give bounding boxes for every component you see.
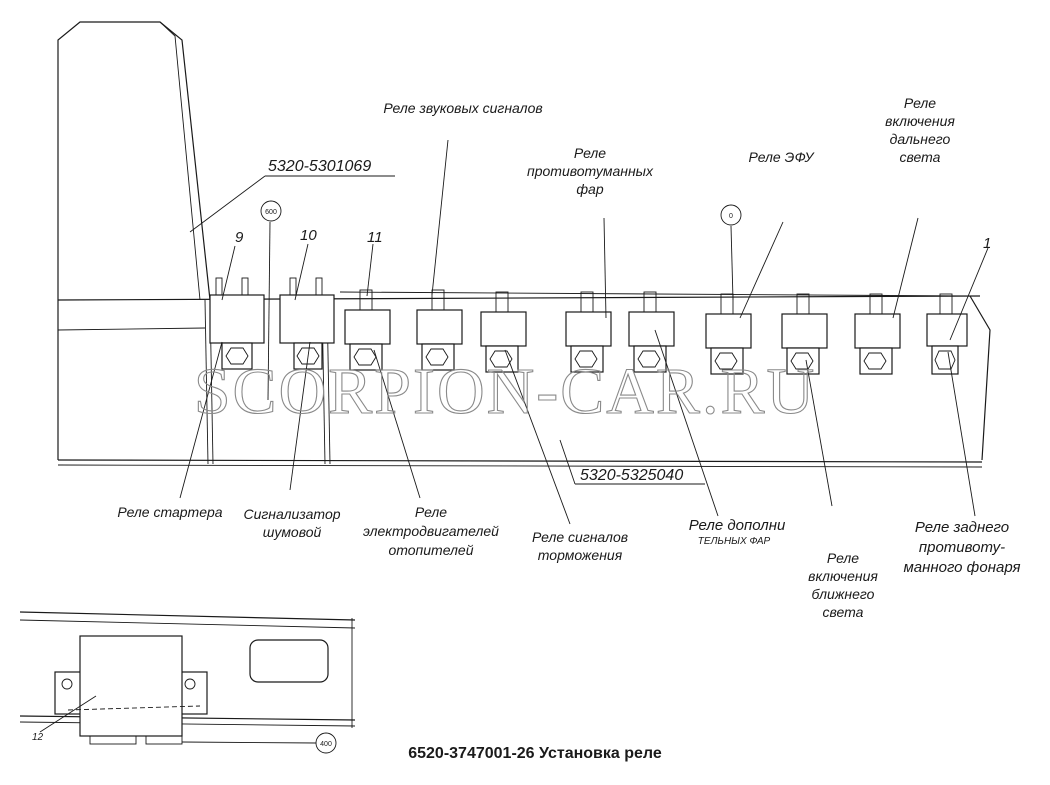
svg-text:Реле дополни: Реле дополни [689,517,786,534]
label-high-beam-relay: Реле включения дальнего света [885,95,955,165]
label-brake-signal-relay: Реле сигналов торможения [532,529,628,563]
tag-circle-0 [720,204,742,226]
relay-rear-fog [926,293,968,375]
svg-text:Реле: Реле [415,504,447,520]
svg-text:Реле: Реле [904,95,936,111]
svg-text:отопителей: отопителей [388,542,473,558]
relay-low-beam [781,293,828,375]
svg-text:включения: включения [808,568,878,584]
tag-600-text: 600 [265,209,277,216]
svg-text:шумовой: шумовой [263,524,322,540]
label-extra-lamps-relay: Реле дополни ТЕЛЬНЫХ ФАР [689,517,786,547]
drawing-title: 6520-3747001-26 Установка реле [408,745,662,762]
relay-noise-signal [279,277,335,370]
relay-brake-signals [480,291,527,373]
svg-text:света: света [900,149,941,165]
tag-400-text: 400 [320,741,332,748]
svg-text:Реле: Реле [574,145,606,161]
callout-12: 12 [32,732,44,743]
callout-1: 1 [983,235,991,252]
part-number-panel: 5320-5325040 [580,467,683,484]
svg-text:Реле: Реле [827,550,859,566]
tag-0-text: 0 [729,213,733,220]
svg-text:Реле заднего: Реле заднего [915,519,1009,536]
svg-text:противоту-: противоту- [919,539,1005,556]
label-noise-signal: Сигнализатор шумовой [243,506,340,540]
svg-text:дальнего: дальнего [890,131,951,147]
label-horn-relay: Реле звуковых сигналов [383,100,542,116]
svg-text:манного фонаря: манного фонаря [903,559,1020,576]
svg-text:противотуманных: противотуманных [527,163,654,179]
svg-text:Сигнализатор: Сигнализатор [243,506,340,522]
watermark: SCORPION-CAR.RU [194,355,816,428]
svg-text:фар: фар [576,181,603,197]
label-efu-relay: Реле ЭФУ [749,149,816,165]
callout-10: 10 [300,227,317,244]
svg-text:торможения: торможения [538,547,623,563]
leader-lines [179,139,989,525]
label-low-beam-relay: Реле включения ближнего света [808,550,878,620]
tag-circle-600 [260,200,282,222]
relay-fog-lamps [565,291,612,373]
callout-9: 9 [235,229,244,246]
svg-text:Реле сигналов: Реле сигналов [532,529,628,545]
svg-text:ТЕЛЬНЫХ ФАР: ТЕЛЬНЫХ ФАР [698,536,771,547]
svg-text:света: света [823,604,864,620]
svg-text:ближнего: ближнего [812,586,875,602]
svg-text:включения: включения [885,113,955,129]
label-rear-fog-relay: Реле заднего противоту- манного фонаря [903,519,1020,576]
label-starter-relay: Реле стартера [117,504,222,520]
relay-row [209,277,968,375]
inset-detail-12 [19,611,356,745]
relay-extra-lamps [628,291,675,373]
relay-starter [209,277,265,370]
relay-efu [705,293,752,375]
callout-11: 11 [367,229,383,246]
relay-horn [416,289,463,371]
relay-heater-motors [344,289,391,371]
svg-text:электродвигателей: электродвигателей [363,523,499,539]
relay-high-beam [854,293,901,375]
label-fog-relay: Реле противотуманных фар [527,145,654,197]
label-heater-motor-relay: Реле электродвигателей отопителей [363,504,499,558]
part-number-bracket: 5320-5301069 [268,158,371,175]
